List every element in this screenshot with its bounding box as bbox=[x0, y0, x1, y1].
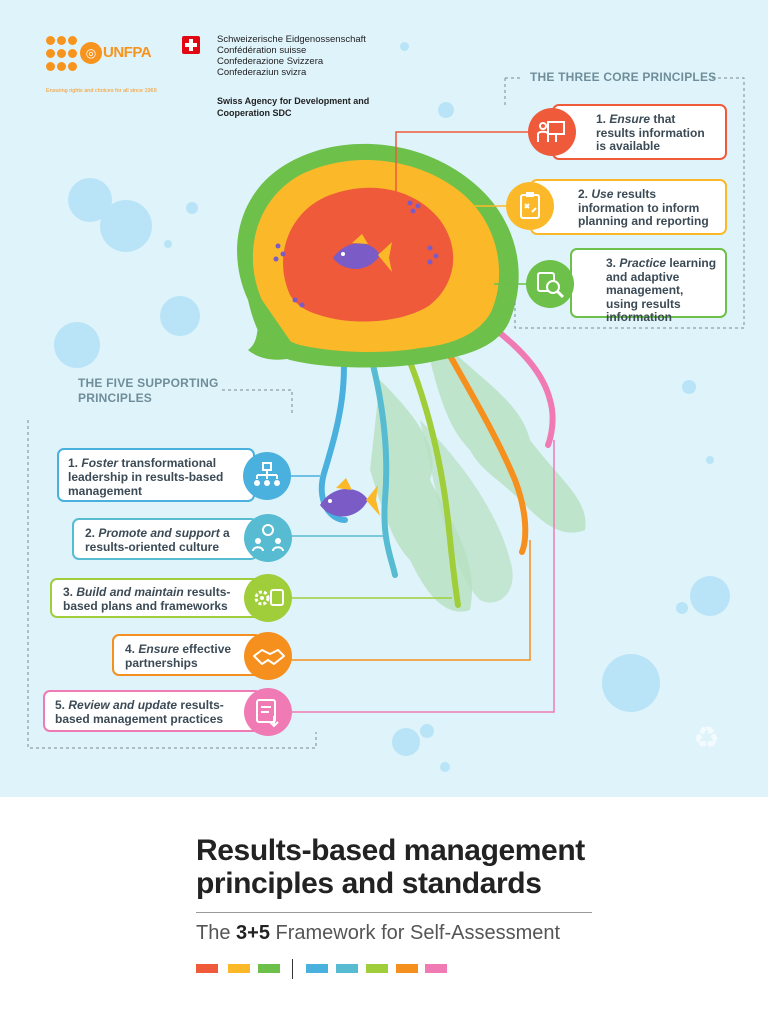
color-swatch bbox=[396, 964, 418, 973]
color-swatch bbox=[258, 964, 280, 973]
color-swatch bbox=[425, 964, 447, 973]
swiss-line: Confédération suisse bbox=[217, 45, 307, 56]
supporting-principle-4-emphasis: Ensure bbox=[138, 642, 180, 656]
handshake-icon bbox=[244, 632, 292, 680]
core-principle-3: 3. Practice learning and adaptive manage… bbox=[570, 248, 727, 324]
swiss-line: Schweizerische Eidgenossenschaft bbox=[217, 34, 366, 45]
jellyfish-illustration bbox=[27, 77, 745, 749]
cover-illustration: ◎ UNFPA Ensuring rights and choices for … bbox=[0, 0, 768, 797]
document-subtitle: The 3+5 Framework for Self-Assessment bbox=[196, 922, 561, 944]
swiss-flag-icon bbox=[182, 36, 200, 54]
bubble bbox=[602, 654, 660, 712]
color-swatch bbox=[196, 964, 218, 973]
team-icon bbox=[244, 514, 292, 562]
bubble bbox=[164, 240, 172, 248]
bubble bbox=[706, 456, 714, 464]
un-emblem-icon: ◎ bbox=[80, 42, 102, 64]
swiss-line: Confederaziun svizra bbox=[217, 67, 307, 78]
core-principle-1: 1. Ensure that results information is av… bbox=[552, 104, 727, 160]
bubble bbox=[186, 202, 198, 214]
supporting-principle-4: 4. Ensure effective partnerships bbox=[112, 634, 262, 676]
unfpa-tagline: Ensuring rights and choices for all sinc… bbox=[46, 88, 157, 94]
supporting-principle-5: 5. Review and update results-based manag… bbox=[43, 690, 262, 732]
title-divider bbox=[196, 912, 592, 913]
supporting-principle-2-emphasis: Promote and support bbox=[98, 526, 220, 540]
color-swatch bbox=[228, 964, 250, 973]
core-principle-2: 2. Use results information to inform pla… bbox=[530, 179, 727, 235]
swiss-line: Confederazione Svizzera bbox=[217, 56, 324, 67]
clipboard-icon bbox=[506, 182, 554, 230]
presentation-icon bbox=[528, 108, 576, 156]
supporting-principle-3-emphasis: Build and maintain bbox=[76, 585, 184, 599]
bubble bbox=[676, 602, 688, 614]
core-principle-1-emphasis: Ensure bbox=[609, 112, 651, 126]
bubble bbox=[682, 380, 696, 394]
core-principles-heading: THE THREE CORE PRINCIPLES bbox=[530, 70, 717, 84]
color-swatch bbox=[306, 964, 328, 973]
gears-icon bbox=[244, 574, 292, 622]
color-swatch bbox=[336, 964, 358, 973]
bubble bbox=[438, 102, 454, 118]
supporting-principle-3: 3. Build and maintain results-based plan… bbox=[50, 578, 260, 618]
supporting-principle-1-emphasis: Foster bbox=[81, 456, 119, 470]
supporting-principle-5-emphasis: Review and update bbox=[68, 698, 178, 712]
supporting-principles-heading: THE FIVE SUPPORTING PRINCIPLES bbox=[78, 376, 219, 405]
bubble bbox=[392, 728, 420, 756]
org-chart-icon bbox=[243, 452, 291, 500]
bubble bbox=[100, 200, 152, 252]
supporting-principle-1: 1. Foster transformational leadership in… bbox=[57, 448, 255, 502]
bubble bbox=[440, 762, 450, 772]
magnifier-icon bbox=[526, 260, 574, 308]
review-icon bbox=[244, 688, 292, 736]
bubble bbox=[54, 322, 100, 368]
swatch-separator bbox=[292, 959, 293, 979]
color-swatch bbox=[366, 964, 388, 973]
document-title: Results-based management principles and … bbox=[196, 834, 585, 900]
swiss-confederation-text: Schweizerische Eidgenossenschaft Confédé… bbox=[217, 34, 366, 78]
bubble bbox=[160, 296, 200, 336]
recycle-icon: ♻ bbox=[693, 722, 720, 755]
unfpa-wordmark: UNFPA bbox=[103, 44, 152, 61]
sdc-name: Swiss Agency for Development and Coopera… bbox=[217, 96, 370, 118]
bubble bbox=[400, 42, 409, 51]
bubble bbox=[420, 724, 434, 738]
supporting-principle-2: 2. Promote and support a results-oriente… bbox=[72, 518, 258, 560]
core-principle-3-emphasis: Practice bbox=[619, 256, 667, 270]
core-principle-2-emphasis: Use bbox=[591, 187, 614, 201]
bubble bbox=[690, 576, 730, 616]
